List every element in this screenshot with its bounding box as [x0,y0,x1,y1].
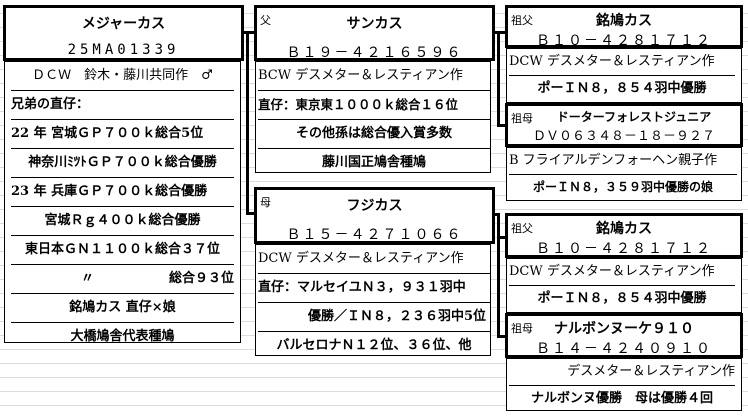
relation-label: 祖父 [511,222,533,235]
connector [497,213,500,338]
connector [497,124,507,127]
relation-label: 祖母 [511,322,533,335]
dam-ring: Ｂ１５－４２７１０６６ [286,227,463,243]
info-row: バルセロナＮ１２位、３６位、他 [276,338,472,353]
info-row: 藤川国正鳩舎種鳩 [321,155,426,170]
info-row: 宮城Ｒｇ４００ｋ総合優勝 [11,207,234,236]
info-row: その他孫は総合優入賞多数 [258,120,490,149]
ditto-mark: 〃 [81,271,95,286]
info-row: 22 年 宮城ＧＰ７００ｋ総合5位 [11,120,234,149]
connector [497,236,507,239]
info-row: 優勝／ＩＮ８，２３６羽中5位 [258,303,490,332]
granddam-2-ring: Ｂ１４－４２４０９１０ [536,341,712,357]
info-row: ナルボンヌ優勝 母は優勝４回 [530,391,713,406]
connector [243,31,255,34]
info-row: 23 年 兵庫ＧＰ７００ｋ総合優勝 [11,178,234,207]
granddam-2-name: ナルボンヌーケ９１０ [554,321,694,337]
grandsire-1-info: DCW デスメター＆レスティアン作 ポーＩＮ８，８５４羽中優勝 [506,48,742,103]
sire-ring: Ｂ１９－４２１６５９６ [286,45,463,61]
info-row: 神奈川ﾐﾂﾄＧＰ７００ｋ総合優勝 [11,149,234,178]
connector [497,335,507,338]
connector [246,31,249,215]
grandsire-2-name: 銘鳩カス [596,221,652,237]
breeder: BCW デスメター＆レスティアン作 [258,62,490,91]
sire-header: 父 サンカス Ｂ１９－４２１６５９６ [254,5,495,61]
breeder: DCW デスメター＆レスティアン作 [509,49,735,76]
info-row: ポーＩＮ８，３５９羽中優勝の娘 [532,180,713,194]
info-text: 東日本ＧＮ１１００ｋ総合３７位 [24,242,220,257]
granddam-1-info: B フライアルデンフォーヘン親子作 ポーＩＮ８，３５９羽中優勝の娘 [506,147,742,201]
info-row: 東日本ＧＮ１１００ｋ総合３７位 [11,236,234,265]
info-row: ポーＩＮ８，８５４羽中優勝 [537,291,707,306]
dam-info: DCW デスメター＆レスティアン作 直仔：マルセイユＮ３，９３１羽中 優勝／ＩＮ… [255,244,491,356]
breeder-text: BCW デスメター＆レスティアン作 [258,68,463,83]
info-text: 総合９３位 [168,271,234,286]
connector [246,212,256,215]
grandsire-2-ring: Ｂ１０－４２８１７１２ [536,241,712,257]
relation-label: 母 [260,196,271,209]
granddam-2-info: デスメター＆レスティアン作 ナルボンヌ優勝 母は優勝４回 [506,358,742,411]
dam-header: 母 フジカス Ｂ１５－４２７１０６６ [254,187,495,244]
subject-header: メジャーカス 25MA01339 [3,5,244,61]
info-row: 大橋鳩舎代表種鳩 [70,329,175,344]
subject-ring: 25MA01339 [67,42,180,58]
grandsire-1-name: 銘鳩カス [596,13,652,29]
info-row: 直仔：マルセイユＮ３，９３１羽中 [258,274,490,303]
breeder: B フライアルデンフォーヘン親子作 [509,148,737,175]
sire-info: BCW デスメター＆レスティアン作 直仔：東京東１０００ｋ総合１６位 その他孫は… [255,61,491,173]
info-row: 銘鳩カス 直仔×娘 [11,294,234,323]
sire-name: サンカス [346,16,403,32]
info-row: 直仔：東京東１０００ｋ総合１６位 [258,91,490,120]
info-row: ポーＩＮ８，８５４羽中優勝 [537,81,707,96]
relation-label: 祖母 [511,112,533,125]
grandsire-2-info: DCW デスメター＆レスティアン作 ポーＩＮ８，８５４羽中優勝 [506,258,742,313]
connector [494,31,506,34]
dam-name: フジカス [346,198,403,214]
breeder: DCW デスメター＆レスティアン作 [509,259,735,286]
connector [497,31,500,127]
subject-info: ＤＣＷ 鈴木・藤川共同作 ♂ 兄弟の直仔： 22 年 宮城ＧＰ７００ｋ総合5位 … [4,61,241,344]
granddam-1-ring: ＤＶ０６３４８－１８－９２７ [532,129,715,144]
granddam-1-name: ドーターフォレストジュニア [556,110,712,124]
granddam-1-header: 祖母 ドーターフォレストジュニア ＤＶ０６３４８－１８－９２７ [505,103,743,147]
relation-label: 父 [260,14,271,27]
relation-label: 祖父 [511,14,533,27]
subject-name: メジャーカス [81,16,166,32]
breeder: DCW デスメター＆レスティアン作 [258,245,490,274]
breeder: ＤＣＷ 鈴木・藤川共同作 ♂ [11,62,234,91]
info-row: 〃 総合９３位 [11,265,234,294]
grandsire-1-ring: Ｂ１０－４２８１７１２ [536,33,712,49]
breeder: デスメター＆レスティアン作 [509,359,735,386]
info-row: 兄弟の直仔： [11,91,234,120]
grandsire-1-header: 祖父 銘鳩カス Ｂ１０－４２８１７１２ [505,5,743,49]
grandsire-2-header: 祖父 銘鳩カス Ｂ１０－４２８１７１２ [505,213,743,258]
granddam-2-header: 祖母 ナルボンヌーケ９１０ Ｂ１４－４２４０９１０ [505,313,743,358]
